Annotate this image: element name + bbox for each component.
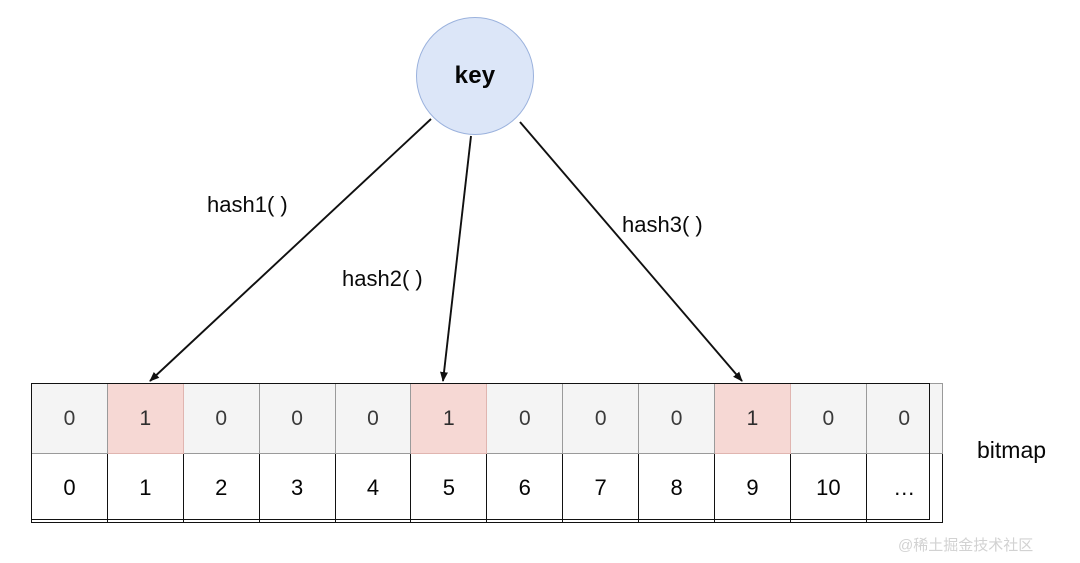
bitmap-index-cell: 3	[258, 453, 336, 523]
bitmap-bit-cell[interactable]: 0	[258, 383, 336, 454]
bitmap-bit-cell[interactable]: 1	[106, 383, 184, 454]
bitmap-bit-cell[interactable]: 0	[334, 383, 412, 454]
bitmap-index-row: 0 1 2 3 4 5 6 7 8 9 10 …	[31, 453, 943, 523]
bitmap-bit-cell[interactable]: 0	[638, 383, 716, 454]
bitmap-index-cell: 10	[789, 453, 867, 523]
bitmap-index-cell: 2	[182, 453, 260, 523]
bitmap-index-cell: 6	[486, 453, 564, 523]
bitmap-index-cell: 5	[410, 453, 488, 523]
bitmap-index-cell: 7	[562, 453, 640, 523]
bitmap-bit-cell[interactable]: 0	[31, 383, 108, 454]
bitmap-index-cell: 9	[714, 453, 791, 523]
key-node: key	[416, 17, 534, 135]
bitmap-index-cell: 4	[334, 453, 412, 523]
bitmap-bit-cell[interactable]: 0	[182, 383, 260, 454]
hash1-arrow	[149, 118, 432, 382]
bitmap-bit-cell[interactable]: 0	[789, 383, 867, 454]
key-node-label: key	[454, 62, 496, 89]
bitmap-bit-cell[interactable]: 0	[562, 383, 640, 454]
bitmap-bit-cell[interactable]: 1	[410, 383, 488, 454]
hash2-label: hash2( )	[342, 266, 423, 291]
bitmap-index-cell: 1	[106, 453, 184, 523]
bitmap-caption: bitmap	[977, 437, 1047, 463]
hash2-arrow	[440, 135, 472, 382]
bitmap-index-cell: …	[865, 453, 943, 523]
hash1-label: hash1( )	[207, 192, 288, 217]
bitmap-table: 0 1 0 0 0 1 0 0 0 1 0 0 0 1 2 3 4 5 6	[31, 383, 943, 523]
bitmap-bits-row: 0 1 0 0 0 1 0 0 0 1 0 0	[31, 383, 943, 454]
bitmap-bit-cell[interactable]: 0	[865, 383, 943, 454]
bitmap-bit-cell[interactable]: 0	[486, 383, 564, 454]
hash3-arrow	[519, 121, 743, 382]
bitmap-index-cell: 0	[31, 453, 108, 523]
watermark: @稀土掘金技术社区	[898, 537, 1034, 554]
hash3-label: hash3( )	[622, 212, 703, 237]
bitmap-index-cell: 8	[638, 453, 716, 523]
bitmap-bit-cell[interactable]: 1	[714, 383, 791, 454]
